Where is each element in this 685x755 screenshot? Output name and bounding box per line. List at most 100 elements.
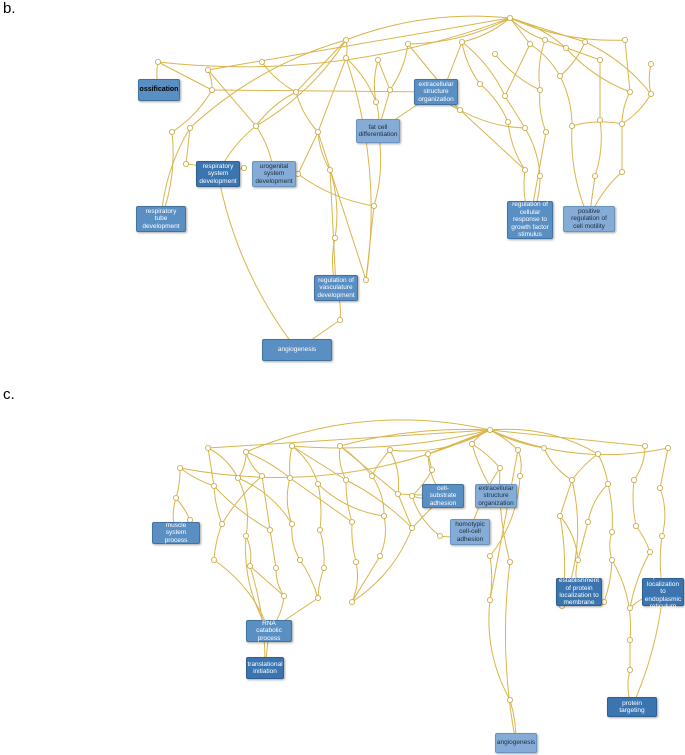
graph-node-circle <box>266 527 273 534</box>
graph-node-circle <box>272 565 279 572</box>
node-positive-regulation-of-cell-motility[interactable]: positive regulation of cell motility <box>563 206 615 232</box>
graph-edge <box>179 467 215 487</box>
node-homotypic-cell-cell-adhesion[interactable]: homotypic cell-cell adhesion <box>450 519 490 545</box>
graph-edge <box>624 39 631 93</box>
graph-edge <box>584 41 652 95</box>
graph-edge <box>237 451 247 479</box>
node-respiratory-tube-development[interactable]: respiratory tube development <box>136 206 186 232</box>
graph-edge <box>255 91 297 127</box>
graph-edge <box>345 479 413 529</box>
node-rna-catabolic-process[interactable]: RNA catabolic process <box>246 620 292 642</box>
graph-edge <box>237 477 248 537</box>
graph-edge <box>479 83 509 123</box>
graph-edge <box>291 429 491 449</box>
graph-edge <box>171 89 213 133</box>
graph-edge <box>539 89 547 133</box>
graph-edge <box>319 529 325 569</box>
graph-node-circle <box>609 529 616 536</box>
node-translational-initiation[interactable]: translational initiation <box>246 657 284 679</box>
graph-edge <box>291 445 319 485</box>
graph-node-circle <box>342 55 349 62</box>
graph-node-circle <box>370 202 377 209</box>
graph-node-circle <box>486 553 493 560</box>
graph-edge <box>379 515 386 557</box>
graph-node-circle <box>647 549 654 556</box>
node-extracellular-structure-organization-b[interactable]: extracellular structure organization <box>414 79 458 105</box>
graph-node-circle <box>374 57 381 64</box>
graph-node-circle <box>252 123 259 130</box>
graph-edge <box>603 559 613 603</box>
graph-node-circle <box>627 667 634 674</box>
graph-node-circle <box>154 59 161 66</box>
graph-edge <box>295 39 347 93</box>
graph-edge <box>245 451 291 479</box>
graph-edge <box>291 523 301 561</box>
graph-node-circle <box>665 444 672 451</box>
graph-node-circle <box>592 172 599 179</box>
graph-edge <box>648 63 652 95</box>
node-establishment-of-protein-localization-to-membrane[interactable]: establishment of protein localization to… <box>556 577 602 606</box>
graph-edge <box>249 565 266 669</box>
graph-edge <box>317 483 322 531</box>
graph-node-circle <box>242 448 249 455</box>
graph-node-circle <box>496 464 503 471</box>
graph-edge <box>175 467 181 499</box>
graph-node-circle <box>386 446 393 453</box>
graph-node-circle <box>314 480 321 487</box>
graph-node-circle <box>542 37 549 44</box>
graph-edge <box>632 479 637 527</box>
node-urogenital-system-development[interactable]: urogenital system development <box>252 161 296 187</box>
node-angiogenesis-c[interactable]: angiogenesis <box>495 733 537 753</box>
graph-edge <box>371 449 391 477</box>
node-muscle-system-process[interactable]: muscle system process <box>152 522 200 544</box>
node-fat-cell-differentiation[interactable]: fat cell differentiation <box>356 119 400 143</box>
graph-node-circle <box>424 450 431 457</box>
panel-label-c: c. <box>3 386 15 403</box>
graph-node-circle <box>569 123 576 130</box>
graph-node-circle <box>601 599 608 606</box>
graph-edge <box>559 41 586 77</box>
graph-edge <box>529 43 561 77</box>
graph-node-circle <box>336 316 343 323</box>
graph-edge <box>317 131 331 171</box>
graph-node-circle <box>210 557 217 564</box>
graph-node-circle <box>288 521 295 528</box>
graph-edge <box>237 477 293 525</box>
graph-edge <box>351 561 358 603</box>
graph-edge <box>571 121 623 127</box>
graph-edge <box>629 551 651 609</box>
graph-edge <box>587 483 609 523</box>
graph-edge <box>621 93 652 125</box>
graph-edge <box>245 419 491 453</box>
graph-edge <box>295 91 319 133</box>
graph-node-circle <box>515 446 522 453</box>
graph-edge <box>461 41 506 97</box>
graph-edge <box>339 445 399 495</box>
node-cell-substrate-adhesion[interactable]: cell-substrate adhesion <box>422 484 464 508</box>
graph-edge <box>543 447 573 481</box>
node-regulation-of-cellular-response-to-growth-factor-stimulus[interactable]: regulation of cellular response to growt… <box>507 201 553 239</box>
graph-edge <box>221 475 263 525</box>
graph-node-circle <box>504 119 511 126</box>
node-respiratory-system-development[interactable]: respiratory system development <box>196 161 240 187</box>
node-regulation-of-vasculature-development[interactable]: regulation of vasculature development <box>314 275 358 301</box>
graph-node-circle <box>619 121 626 128</box>
node-angiogenesis-b[interactable]: angiogenesis <box>262 339 332 361</box>
graph-node-circle <box>204 67 211 74</box>
node-protein-targeting[interactable]: protein targeting <box>607 697 657 717</box>
graph-node-circle <box>486 426 493 433</box>
graph-node-circle <box>582 39 589 46</box>
node-ossification[interactable]: ossification <box>138 79 180 101</box>
graph-node-circle <box>386 87 393 94</box>
graph-node-circle <box>331 234 338 241</box>
graph-edge <box>207 429 491 449</box>
graph-node-circle <box>557 73 564 80</box>
graph-node-circle <box>342 37 349 44</box>
graph-node-circle <box>557 513 564 520</box>
graph-edge <box>471 443 501 469</box>
graph-node-circle <box>622 37 629 44</box>
node-protein-localization-to-endoplasmic-reticulum[interactable]: protein localization to endoplasmic reti… <box>642 573 684 610</box>
graph-node-circle <box>288 442 295 449</box>
node-extracellular-structure-organization-c[interactable]: extracellular structure organization <box>475 484 517 508</box>
graph-edge <box>269 529 277 569</box>
